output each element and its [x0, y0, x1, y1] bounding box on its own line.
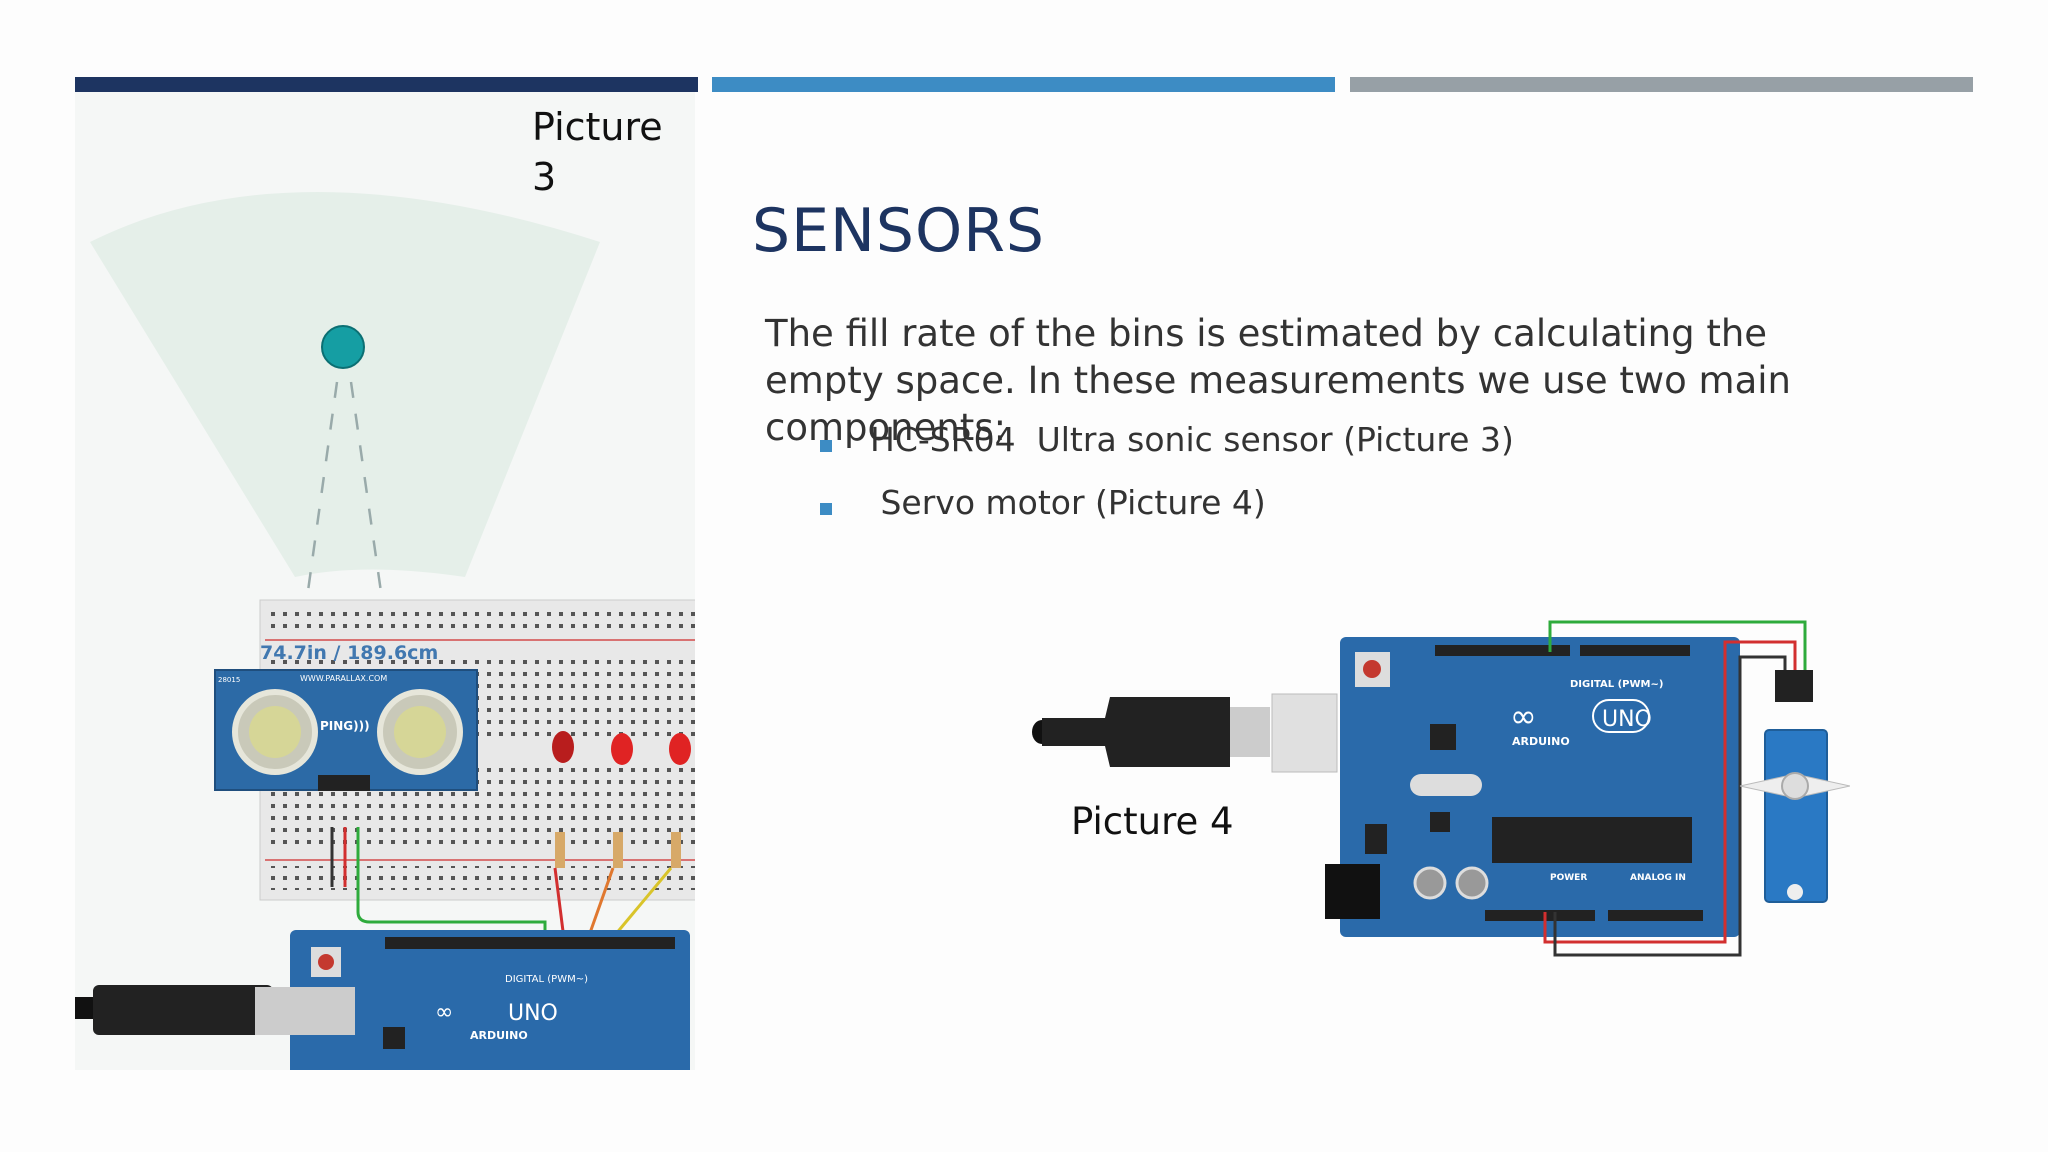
wire-signal [1548, 620, 1807, 672]
servo-connector [1775, 670, 1813, 702]
picture-4-drawing: DIGITAL (PWM~) ∞ UNO ARDUINO POWER ANALO… [1032, 620, 1850, 957]
usb-plug-tip [75, 997, 95, 1019]
picture-3-drawing: 74.7in / 189.6cm WWW.PARALLAX.COM 28015 … [75, 192, 695, 1070]
led-2 [611, 733, 633, 765]
usb-connector [1271, 693, 1338, 773]
distance-readout: 74.7in / 189.6cm [260, 642, 438, 664]
slide-body-text: The fill rate of the bins is estimated b… [765, 312, 1791, 449]
digital-label: DIGITAL (PWM~) [1570, 679, 1663, 690]
arduino-name: ARDUINO [470, 1029, 528, 1042]
bullet-item-ultrasonic: HC-SR04 Ultra sonic sensor (Picture 3) [820, 420, 1514, 483]
target-object [321, 325, 365, 369]
capacitor-1 [1413, 866, 1447, 900]
wire-power [1543, 640, 1797, 944]
sensor-model-text: 28015 [218, 676, 240, 684]
accent-bar-dark [75, 77, 698, 92]
infinity-logo: ∞ [1510, 697, 1537, 735]
sensor-label: PING))) [320, 719, 370, 733]
usb-cable [93, 985, 273, 1035]
picture-4-caption: Picture 4 [1071, 800, 1234, 843]
infinity-logo: ∞ [435, 1000, 453, 1025]
capacitor-2 [1455, 866, 1489, 900]
usb-cable [1042, 697, 1230, 767]
slide-title: SENSORS [752, 196, 1045, 266]
sensor-brand-text: WWW.PARALLAX.COM [300, 674, 387, 683]
beam-left [301, 381, 339, 628]
accent-bar-blue [712, 77, 1335, 92]
servo-motor [1764, 729, 1828, 903]
led-3 [669, 733, 691, 765]
resistor-3 [671, 832, 681, 868]
accent-bar-gray [1350, 77, 1973, 92]
bullet-square-icon [820, 440, 832, 452]
atmega-chip [1492, 817, 1692, 863]
wire-green [356, 827, 547, 947]
arduino-name: ARDUINO [1512, 735, 1570, 748]
picture-3-ultrasonic-sim: 74.7in / 189.6cm WWW.PARALLAX.COM 28015 … [75, 92, 695, 1070]
resistor-1 [555, 832, 565, 868]
sensor-pins [318, 775, 370, 791]
led-1 [552, 731, 574, 763]
power-header [1485, 910, 1595, 921]
bullet-list: HC-SR04 Ultra sonic sensor (Picture 3) S… [820, 420, 1514, 546]
power-jack [1325, 864, 1380, 919]
bullet-square-icon [820, 503, 832, 515]
picture-4-servo-wiring: DIGITAL (PWM~) ∞ UNO ARDUINO POWER ANALO… [1030, 612, 1850, 972]
digital-header-right [1580, 645, 1690, 656]
crystal [1410, 774, 1482, 796]
analog-header [1608, 910, 1703, 921]
power-label: POWER [1550, 873, 1587, 883]
usb-connector [255, 987, 355, 1035]
picture-3-caption: Picture 3 [532, 105, 663, 199]
analog-label: ANALOG IN [1630, 873, 1686, 883]
beam-right [349, 381, 388, 628]
arduino-board [1340, 637, 1740, 937]
digital-header-left [1435, 645, 1570, 656]
detection-cone [90, 192, 600, 577]
uno-logo: UNO [508, 1001, 558, 1026]
wire-ground [1553, 655, 1787, 957]
digital-header-label: DIGITAL (PWM~) [505, 974, 588, 985]
uno-logo: UNO [1602, 707, 1652, 732]
resistor-2 [613, 832, 623, 868]
led-row [552, 731, 691, 765]
bullet-item-servo: Servo motor (Picture 4) [820, 483, 1514, 546]
